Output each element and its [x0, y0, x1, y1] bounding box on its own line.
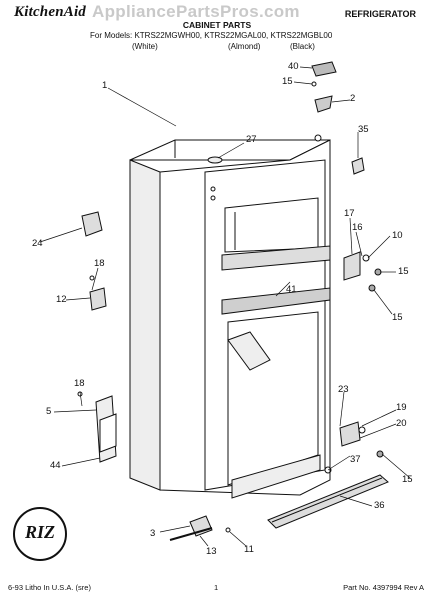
callout-15d: 15 [402, 474, 413, 485]
callout-20: 20 [396, 418, 407, 429]
color-black: (Black) [290, 42, 315, 51]
callout-5: 5 [46, 406, 52, 417]
watermark: AppliancePartsPros.com [92, 2, 300, 21]
model-list: For Models: KTRS22MGWH00, KTRS22MGAL00, … [90, 31, 333, 40]
callout-41: 41 [286, 284, 297, 295]
callout-37: 37 [350, 454, 361, 465]
callout-15b: 15 [398, 266, 409, 277]
callout-36: 36 [374, 500, 385, 511]
callout-15c: 15 [392, 312, 403, 323]
callout-2: 2 [350, 93, 356, 104]
callout-44: 44 [50, 460, 61, 471]
callout-10: 10 [392, 230, 403, 241]
callout-17: 17 [344, 208, 355, 219]
callout-18b: 18 [74, 378, 85, 389]
footer-page: 1 [214, 583, 219, 592]
callout-3: 3 [150, 528, 156, 539]
callout-24: 24 [32, 238, 43, 249]
callout-19: 19 [396, 402, 407, 413]
color-almond: (Almond) [228, 42, 261, 51]
callout-15: 15 [282, 76, 293, 87]
brand-logo: KitchenAid [14, 4, 87, 20]
footer-part-no: Part No. 4397994 Rev A [343, 583, 424, 592]
callout-13: 13 [206, 546, 217, 557]
callout-35: 35 [358, 124, 369, 135]
section-title: REFRIGERATOR [344, 9, 416, 19]
footer-litho: 6-93 Litho In U.S.A. (sre) [8, 583, 91, 592]
callout-12: 12 [56, 294, 67, 305]
callout-27: 27 [246, 134, 257, 145]
color-white: (White) [132, 42, 158, 51]
callout-11: 11 [244, 544, 254, 555]
callout-23: 23 [338, 384, 349, 395]
callout-16: 16 [352, 222, 363, 233]
callout-1: 1 [102, 80, 108, 91]
riz-badge: RIZ [24, 522, 55, 542]
page-subtitle: CABINET PARTS [182, 20, 252, 30]
callout-40: 40 [288, 61, 299, 72]
callout-18: 18 [94, 258, 105, 269]
